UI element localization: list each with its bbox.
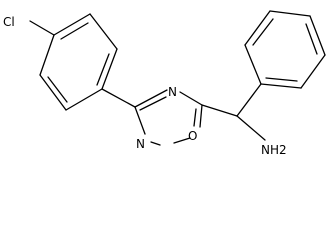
- bond-c-cl: [29, 20, 55, 36]
- oxadiazole-ring: [134, 89, 203, 146]
- atom-label-chlorine: Cl: [3, 15, 15, 29]
- atom-label-ring-nitrogen-bottom: N: [136, 137, 145, 151]
- bond-ch-phenyl: [236, 83, 262, 117]
- bond-aryl-oxadiazole: [101, 88, 136, 108]
- bond-oxadiazole-ch: [201, 104, 238, 117]
- chemical-structure-diagram: Cl N N O NH2: [3, 10, 326, 157]
- molecule-drawing: Cl N N O NH2: [3, 10, 326, 157]
- atom-label-ring-oxygen: O: [188, 129, 197, 143]
- atom-label-amine: NH2: [261, 143, 287, 157]
- phenyl-ring: [244, 10, 326, 89]
- chlorophenyl-ring: [39, 13, 118, 111]
- atom-label-ring-nitrogen-top: N: [168, 85, 177, 99]
- bond-ch-nh2: [236, 115, 266, 141]
